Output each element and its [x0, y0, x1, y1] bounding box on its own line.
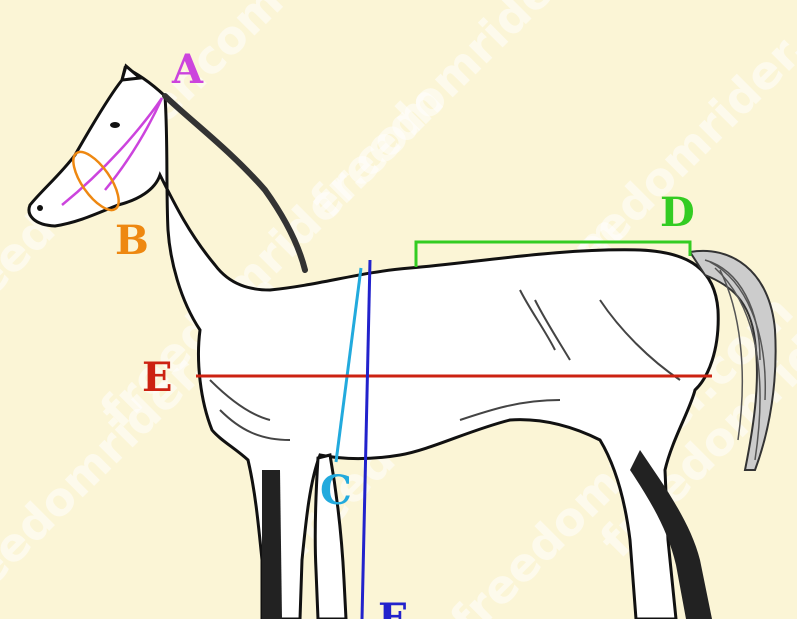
measurement-a-line [61, 97, 164, 206]
measurement-b: B [72, 150, 149, 264]
label-e: E [142, 354, 173, 401]
measurement-f: F [360, 259, 406, 619]
horse-front-leg-shading [262, 470, 282, 619]
horse-front-leg [313, 453, 348, 619]
measurement-b-ellipse [72, 150, 120, 212]
horse-shading [209, 289, 681, 441]
measurement-c: C [320, 267, 363, 514]
measurement-e: E [142, 354, 712, 401]
horse-hind-leg [630, 450, 712, 619]
label-d: D [660, 189, 695, 236]
horse-mane [162, 93, 308, 273]
horse-illustration [27, 63, 777, 619]
horse-ear [119, 63, 144, 82]
horse-tail [688, 249, 777, 471]
measurement-a: A [61, 46, 204, 206]
measurement-d: D [414, 189, 695, 267]
label-c: C [320, 467, 352, 514]
horse-eye [110, 122, 120, 128]
measurement-f-line [360, 259, 372, 619]
horse-nostril [37, 205, 43, 211]
measurement-c-line [334, 267, 363, 463]
horse-tail-strands [704, 259, 766, 461]
measurement-d-bracket [414, 240, 692, 267]
label-a: A [171, 46, 204, 93]
horse-body [27, 65, 720, 619]
label-f: F [378, 595, 406, 619]
label-b: B [115, 217, 149, 264]
